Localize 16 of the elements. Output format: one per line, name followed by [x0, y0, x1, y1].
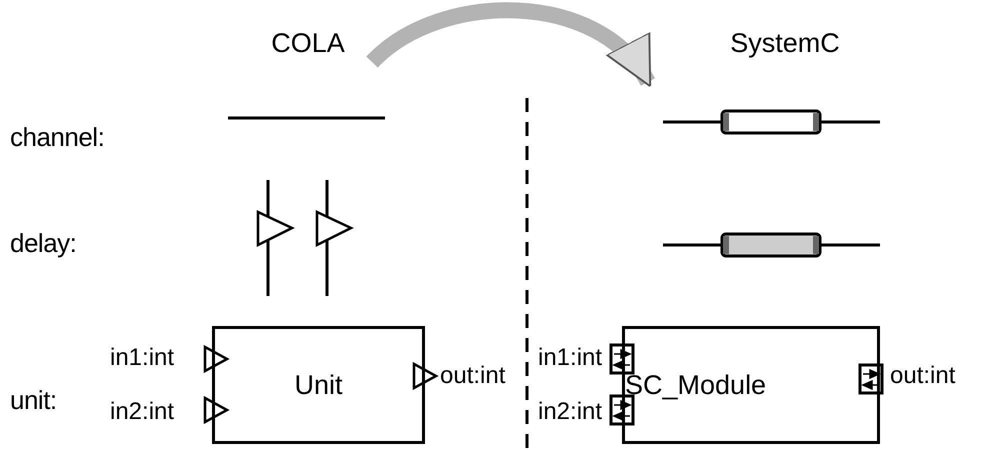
module-name: Unit — [294, 370, 342, 400]
column-heading: COLA — [258, 18, 358, 68]
curved-arrow — [366, 2, 655, 87]
row-label: unit: — [10, 385, 57, 416]
port-label: in1:int — [538, 344, 602, 372]
module-name: SC_Module — [625, 370, 766, 400]
port-label: in1:int — [110, 344, 174, 372]
row-label: channel: — [10, 122, 104, 153]
port-label: out:int — [440, 362, 506, 390]
row-label: delay: — [10, 228, 76, 259]
module-box — [212, 326, 425, 444]
port-label: out:int — [890, 362, 956, 390]
port-label: in2:int — [538, 398, 602, 426]
port-label: in2:int — [110, 398, 174, 426]
module-box — [622, 326, 880, 444]
column-heading: SystemC — [720, 18, 850, 68]
